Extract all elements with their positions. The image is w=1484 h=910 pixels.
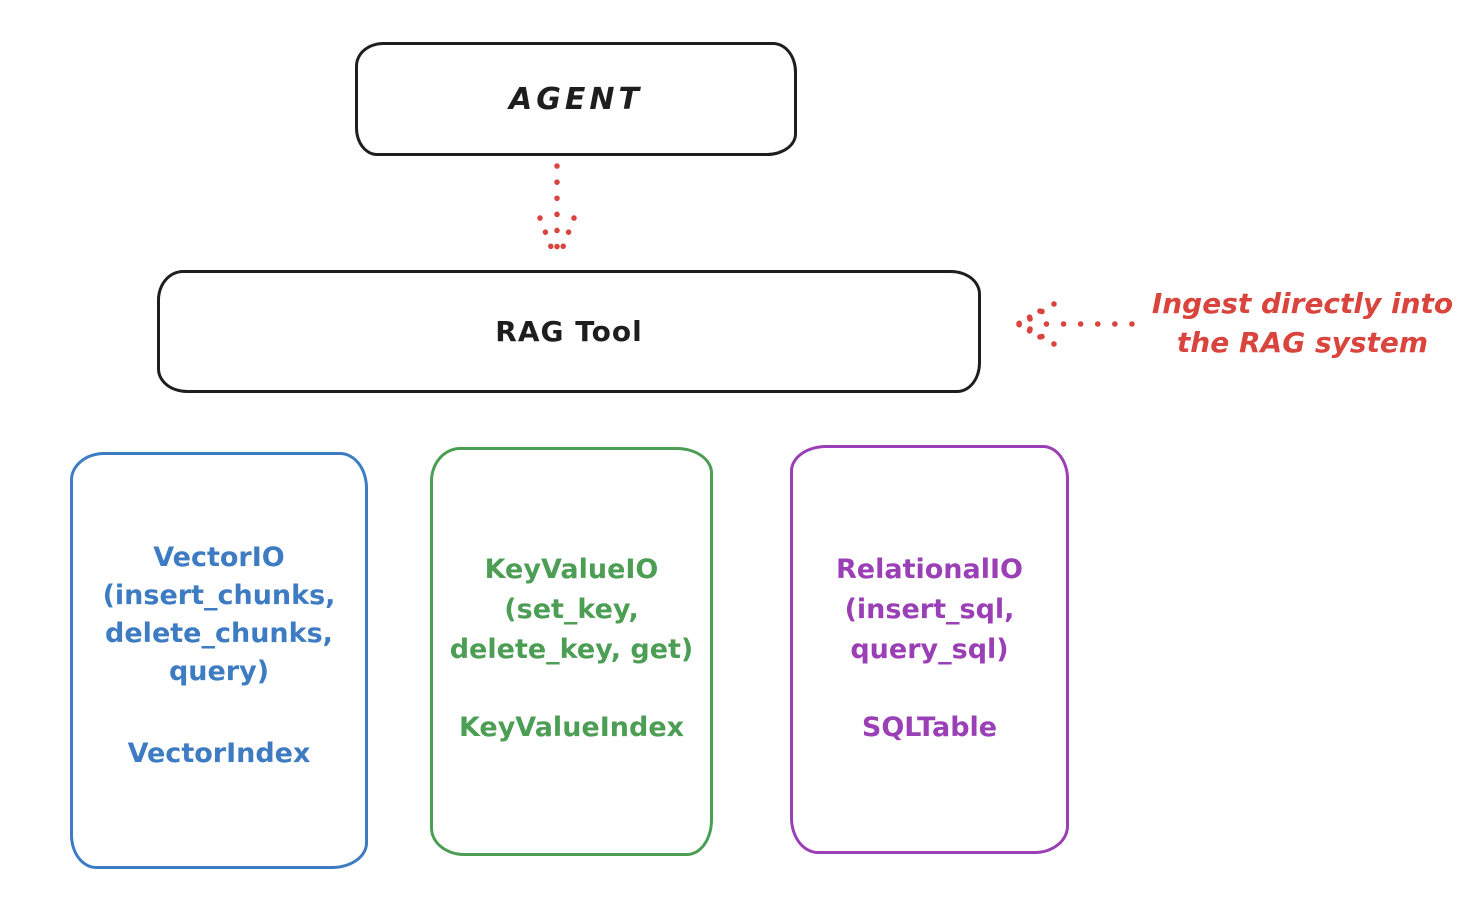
keyvalue-index-label: KeyValueIndex (458, 712, 685, 743)
keyvalue-io-line: delete_key, get) (449, 634, 694, 665)
vector-io-line: query) (168, 656, 270, 687)
ingest-annotation: Ingest directly into the RAG system (1135, 284, 1470, 362)
vector-io-line: VectorIO (153, 542, 285, 573)
rag-tool-box-label: RAG Tool (495, 315, 643, 348)
keyvalue-io-line: (set_key, (504, 594, 639, 625)
agent-to-ragtool-arrow-icon (537, 163, 577, 263)
vector-io-line: delete_chunks, (105, 618, 333, 649)
relational-io-line: query_sql) (850, 634, 1009, 665)
vector-io-box: VectorIO (insert_chunks, delete_chunks, … (70, 452, 368, 869)
agent-box: AGENT (355, 42, 797, 156)
relational-io-box: RelationalIO (insert_sql, query_sql) SQL… (790, 445, 1069, 854)
vector-index-label: VectorIndex (127, 738, 311, 769)
rag-tool-box: RAG Tool (157, 270, 981, 393)
ingest-annotation-line1: Ingest directly into (1151, 287, 1454, 320)
keyvalue-io-line: KeyValueIO (484, 554, 659, 585)
keyvalue-io-signature: KeyValueIO (set_key, delete_key, get) (433, 550, 710, 670)
keyvalue-io-box: KeyValueIO (set_key, delete_key, get) Ke… (430, 447, 713, 856)
relational-io-line: (insert_sql, (844, 594, 1015, 625)
vector-io-line: (insert_chunks, (102, 580, 336, 611)
relational-io-signature: RelationalIO (insert_sql, query_sql) (793, 550, 1066, 670)
ingest-annotation-line2: the RAG system (1176, 326, 1429, 359)
agent-box-label: AGENT (509, 81, 643, 117)
relational-io-line: RelationalIO (836, 554, 1023, 585)
sql-table-label: SQLTable (861, 712, 998, 743)
vector-io-signature: VectorIO (insert_chunks, delete_chunks, … (73, 539, 365, 691)
annotation-arrow-icon (1015, 301, 1135, 347)
